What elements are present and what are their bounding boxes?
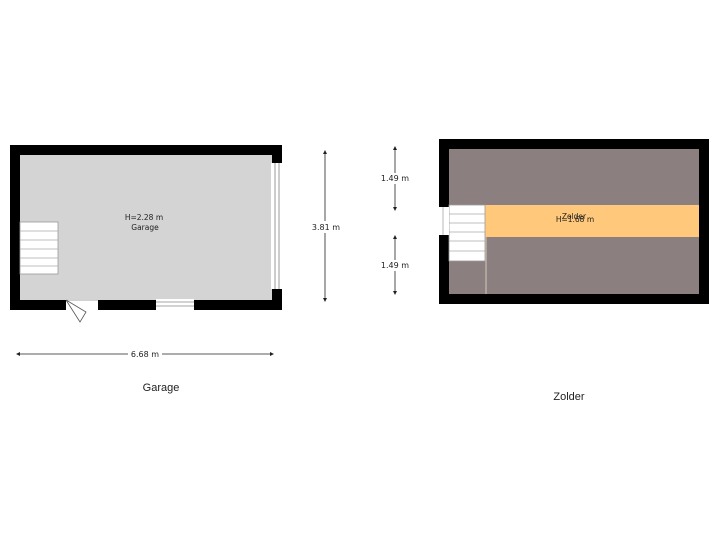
garage-room-name: Garage [131, 223, 159, 232]
zolder-room-height: H=1.68 m [556, 215, 594, 224]
garage-depth-dimension: 3.81 m [312, 223, 340, 232]
garage-staircase [19, 221, 59, 275]
garage-floor-plan: H=2.28 m Garage 6.68 m 3.81 m Garage [10, 145, 340, 394]
garage-room-height: H=2.28 m [125, 213, 163, 222]
garage-side-door [66, 299, 98, 310]
zolder-usable-height-strip [485, 205, 699, 237]
zolder-lower-dimension: 1.49 m [381, 261, 409, 270]
floor-title-garage: Garage [143, 382, 180, 394]
garage-window [156, 299, 194, 310]
garage-width-dimension: 6.68 m [131, 350, 159, 359]
garage-door-opening [271, 163, 282, 289]
zolder-room-name: Zolder [562, 212, 587, 221]
garage-floor [20, 155, 272, 300]
zolder-floor-plan: Zolder H=1.68 m 1.49 m 1.49 m Zolder [381, 139, 709, 403]
floor-title-zolder: Zolder [553, 391, 585, 403]
zolder-upper-dimension: 1.49 m [381, 174, 409, 183]
zolder-staircase [448, 204, 486, 262]
